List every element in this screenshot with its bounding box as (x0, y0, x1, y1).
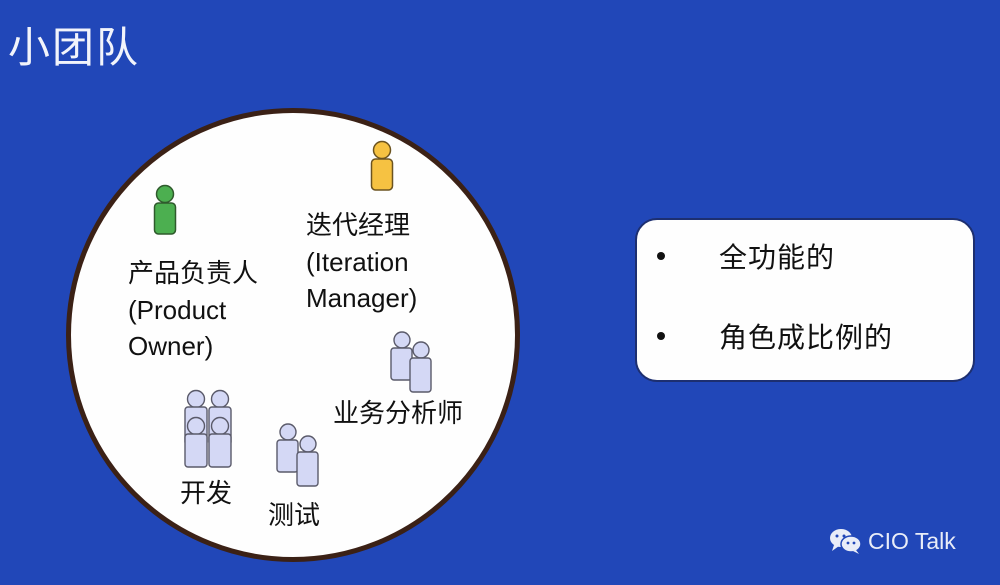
bullet-text: 全功能的 (719, 241, 836, 274)
product-owner-person-icon (153, 184, 177, 235)
team-circle (66, 108, 520, 562)
role-label-developers: 开发 (180, 476, 232, 512)
product-owner-zh: 产品负责人 (128, 259, 259, 289)
role-label-business-analyst: 业务分析师 (333, 396, 463, 432)
bullet-item: 角色成比例的 (637, 316, 973, 356)
iteration-manager-zh: 迭代经理 (306, 211, 411, 241)
bullet-text: 角色成比例的 (719, 321, 894, 354)
bullet-icon (657, 332, 665, 340)
business-analyst-zh: 业务分析师 (333, 399, 464, 429)
wechat-icon (830, 529, 862, 554)
business-analyst-people-icon (390, 331, 432, 393)
watermark-text: CIO Talk (868, 527, 956, 554)
developers-people-icon (184, 389, 232, 468)
testers-zh: 测试 (268, 501, 321, 531)
characteristics-box: 全功能的 角色成比例的 (635, 218, 975, 382)
iteration-manager-person-icon (370, 140, 394, 191)
role-label-testers: 测试 (268, 498, 320, 534)
slide-title: 小团队 (8, 23, 141, 72)
bullet-icon (657, 252, 665, 260)
testers-people-icon (276, 423, 319, 487)
role-label-iteration-manager: 迭代经理 (Iteration Manager) (306, 208, 417, 316)
role-label-product-owner: 产品负责人 (Product Owner) (128, 256, 258, 364)
iteration-manager-en-2: Manager) (306, 283, 418, 313)
bullet-item: 全功能的 (637, 236, 973, 276)
watermark: CIO Talk (828, 524, 956, 558)
developers-zh: 开发 (180, 479, 233, 509)
product-owner-en-2: Owner) (128, 331, 214, 361)
product-owner-en-1: (Product (128, 295, 227, 325)
iteration-manager-en-1: (Iteration (306, 247, 409, 277)
